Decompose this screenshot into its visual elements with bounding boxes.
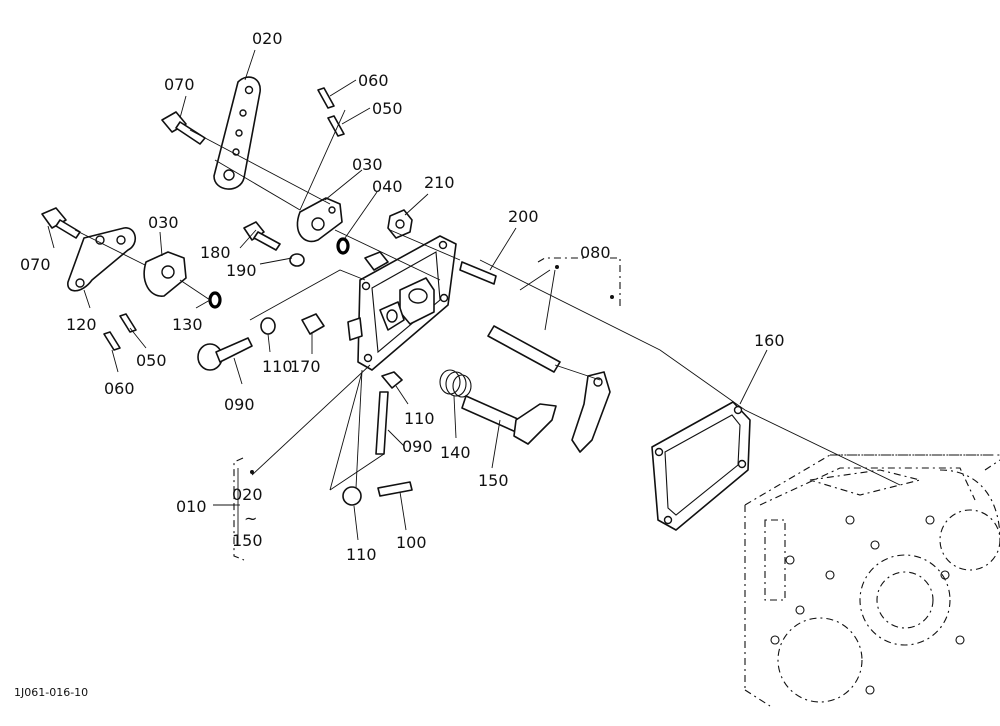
pins-top — [317, 87, 345, 137]
label-190: 190 — [226, 261, 257, 280]
lever-120 — [67, 227, 136, 292]
washer-110-c — [342, 486, 362, 506]
part-number-labels: 020 070 060 050 030 040 210 200 080 180 … — [14, 29, 785, 699]
label-150: 150 — [478, 471, 509, 490]
bolt-070-top — [161, 111, 206, 145]
label-060: 060 — [358, 71, 389, 90]
link-080 — [571, 371, 611, 453]
label-090-b: 090 — [402, 437, 433, 456]
leader-lines — [74, 49, 901, 545]
label-070: 070 — [164, 75, 195, 94]
label-060-left: 060 — [104, 379, 135, 398]
pin-060-left — [103, 331, 121, 351]
label-200: 200 — [508, 207, 539, 226]
drawing-code: 1J061-016-10 — [14, 686, 88, 699]
lever-shaft-150 — [461, 395, 557, 445]
label-160: 160 — [754, 331, 785, 350]
bracket-080 — [537, 257, 621, 310]
o-ring-040 — [336, 237, 350, 255]
label-180: 180 — [200, 243, 231, 262]
label-050: 050 — [372, 99, 403, 118]
spring-140 — [439, 369, 472, 398]
gasket-160 — [651, 401, 751, 531]
nut-110-a — [260, 317, 276, 335]
washer-190 — [289, 253, 305, 267]
label-110-a: 110 — [262, 357, 293, 376]
label-030-left: 030 — [148, 213, 179, 232]
bolt-070-left — [41, 207, 81, 239]
label-110-b: 110 — [404, 409, 435, 428]
label-210: 210 — [424, 173, 455, 192]
lever-030-right — [296, 197, 343, 243]
screw-100 — [377, 481, 413, 497]
label-030: 030 — [352, 155, 383, 174]
governor-housing — [347, 235, 457, 371]
label-range-from: 020 — [232, 485, 263, 504]
screw-180-shank — [253, 231, 281, 251]
lever-020 — [213, 76, 261, 190]
label-010: 010 — [176, 497, 207, 516]
pin-050-left — [119, 313, 137, 333]
nut-210 — [387, 209, 413, 239]
label-090-a: 090 — [224, 395, 255, 414]
label-range-to: 150 — [232, 531, 263, 550]
label-120: 120 — [66, 315, 97, 334]
label-130: 130 — [172, 315, 203, 334]
lever-030-left — [143, 251, 187, 297]
bracket-010 — [213, 457, 254, 561]
stop-bolt-090-a — [197, 337, 253, 371]
callout-leaders — [47, 79, 768, 541]
label-110-c: 110 — [346, 545, 377, 564]
label-140: 140 — [440, 443, 471, 462]
label-170: 170 — [290, 357, 321, 376]
label-050-left: 050 — [136, 351, 167, 370]
o-ring-130 — [208, 291, 222, 309]
screw-170 — [301, 313, 325, 335]
bolt-090-b — [375, 391, 389, 455]
engine-block-outline — [744, 454, 1000, 707]
nut-110-b — [381, 371, 403, 389]
stud-200 — [459, 261, 497, 285]
shaft-200 — [487, 325, 561, 373]
label-range-sep: ~ — [244, 509, 257, 528]
label-080: 080 — [580, 243, 611, 262]
label-100: 100 — [396, 533, 427, 552]
label-040: 040 — [372, 177, 403, 196]
label-070-left: 070 — [20, 255, 51, 274]
screw-180-head — [243, 221, 265, 241]
label-020: 020 — [252, 29, 283, 48]
